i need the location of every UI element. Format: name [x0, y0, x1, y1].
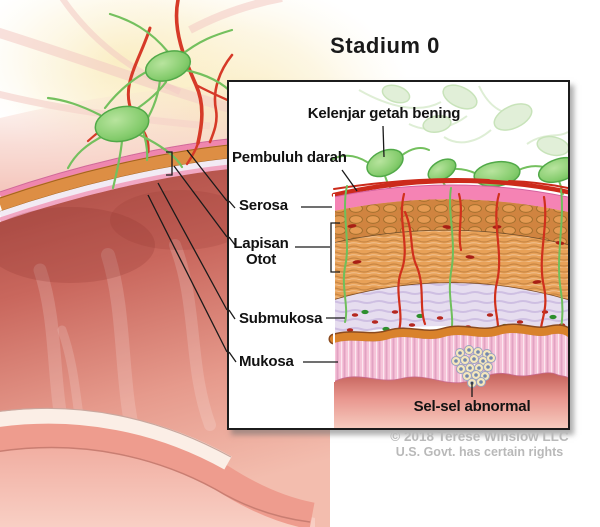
label-abnormal-cells: Sel-sel abnormal: [413, 398, 531, 415]
stub-mucosa: [229, 351, 237, 363]
lymph-node: [144, 50, 192, 82]
cut-serosa: [0, 138, 241, 198]
callout-serosa: [186, 149, 228, 202]
capillary-dots: [346, 310, 566, 332]
lymph-nodes-left: [46, 12, 236, 190]
muscle-capillaries: [347, 224, 565, 284]
label-muscle-line2: Otot: [245, 251, 277, 268]
callout-muscle: [173, 165, 228, 238]
lymph-node: [94, 105, 150, 143]
leader-lines: [229, 125, 473, 397]
lymph-node: [537, 156, 568, 184]
cut-mucosa: [0, 163, 241, 223]
copyright-line2: U.S. Govt. has certain rights: [395, 445, 564, 459]
label-muscle-layer: Lapisan Otot: [231, 236, 291, 268]
faded-lymph-nodes: [358, 84, 568, 157]
label-serosa: Serosa: [239, 197, 288, 214]
leader-blood-vessel: [341, 169, 358, 192]
stub-submucosa: [229, 309, 236, 320]
label-lymph-node: Kelenjar getah bening: [307, 105, 461, 122]
label-mucosa: Mukosa: [239, 353, 294, 370]
label-muscle-line1: Lapisan: [233, 235, 289, 252]
wall-layers-art: [229, 84, 568, 428]
zoom-inset-box: Kelenjar getah bening Pembuluh darah Ser…: [227, 80, 570, 430]
callout-submucosa: [157, 182, 228, 311]
colon-cut-rim: [0, 407, 315, 527]
stub-serosa: [229, 200, 236, 209]
lymph-node: [366, 148, 404, 178]
lumen: [334, 373, 568, 428]
label-submucosa: Submukosa: [239, 310, 323, 327]
label-blood-vessel: Pembuluh darah: [232, 149, 347, 166]
mucosa-layer: [333, 333, 568, 384]
leader-lymph-node: [382, 125, 385, 158]
muscularis-mucosae: [328, 323, 568, 345]
muscle-bracket-small: [166, 151, 173, 176]
abnormal-cells-cluster: [451, 345, 496, 388]
callout-mucosa: [147, 194, 228, 353]
cut-submucosa: [0, 157, 241, 218]
diagram-title: Stadium 0: [330, 33, 440, 58]
stub-muscle: [229, 236, 236, 246]
callout-lines: [147, 149, 228, 353]
copyright-line1: © 2018 Terese Winslow LLC: [390, 429, 569, 444]
muscle-bracket: [330, 222, 340, 273]
lymph-node: [427, 158, 457, 182]
